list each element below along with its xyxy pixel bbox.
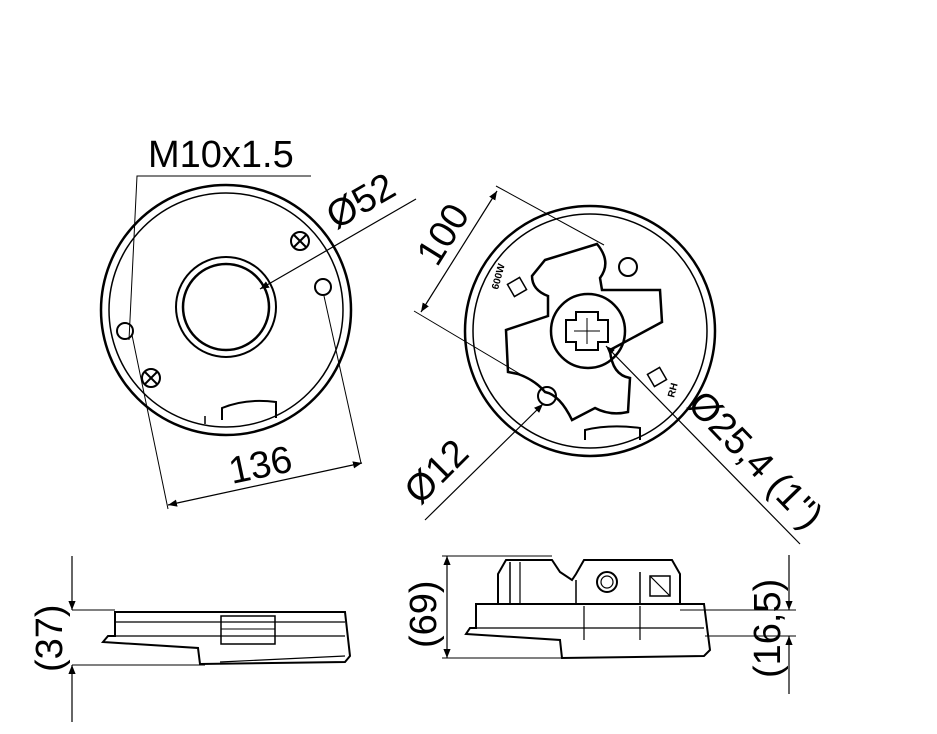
hand-label: RH [666,382,680,399]
base-inner-rim [108,192,344,428]
holder-base-profile [464,603,712,660]
dia-outer-label: Ø52 [320,166,403,238]
side-hole [596,571,618,593]
holder-tab [584,425,641,440]
dia-right-label: 100 [409,197,478,273]
right-side-view: (69) (16,5) [403,555,796,694]
thread-label: M10x1.5 [148,134,294,176]
mount-hole [314,278,332,296]
left-side-view: (37) [29,556,352,722]
left-top-view: M10x1.5 Ø52 136 [99,134,417,510]
shaft-key [565,311,609,351]
mount-hole [618,257,638,277]
screw-icon [141,368,161,388]
height-inner-label: (16,5) [747,579,789,678]
mount-hole [537,386,557,406]
holder-outer-rim [463,204,717,458]
base-tab [221,399,277,420]
base-side-profile [100,611,352,666]
mount-hole [116,322,134,340]
shaft-dia-label: Ø25,4 (1") [680,383,831,537]
screw-icon [290,231,310,251]
holder-upper-body [497,559,681,604]
center-hub-inner [181,262,271,352]
height-left-label: (37) [29,604,71,672]
right-top-view: 600W RH 100 Ø12 Ø25,4 (1") [397,185,831,545]
width-left-label: 136 [225,439,296,493]
terminal-block [506,276,528,298]
height-right-label: (69) [403,580,445,648]
shaft-ring [549,292,627,370]
terminal-block [646,366,668,388]
side-terminal [649,575,671,597]
hole-dia-label: Ø12 [397,432,477,512]
center-hub-outer [175,256,277,358]
side-tab [220,615,276,645]
base-outer-rim [99,183,353,437]
holder-inner-rim [472,213,708,449]
cross-body [504,242,664,422]
